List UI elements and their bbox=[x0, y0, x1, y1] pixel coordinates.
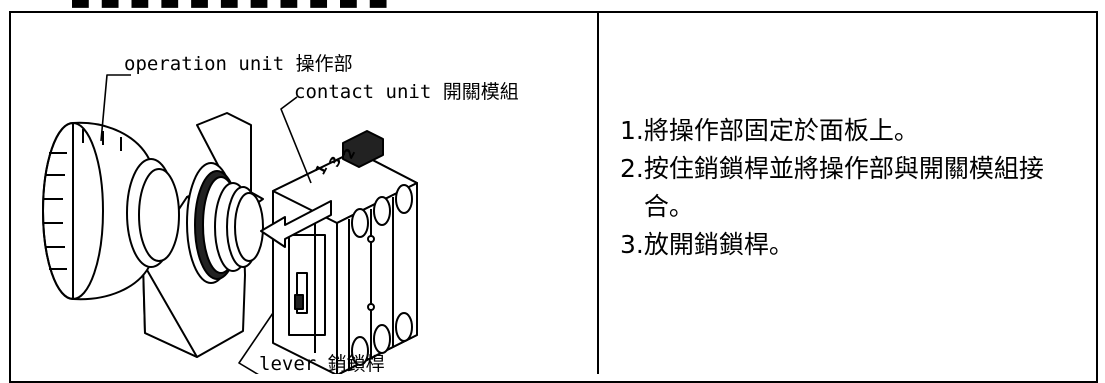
assembly-drawing bbox=[42, 74, 418, 376]
contact-unit-block bbox=[272, 130, 418, 376]
lever-label: lever 銷鎖桿 bbox=[259, 353, 385, 375]
contact-unit-label: contact unit 開關模組 bbox=[294, 81, 519, 103]
step-2: 2. 按住銷鎖桿並將操作部與開關模組接合。 bbox=[620, 150, 1090, 226]
cropped-heading-text: ■ ■ ■ ■ ■ ■ ■ ■ ■ ■ ■ bbox=[70, 0, 390, 11]
step-1-number: 1. bbox=[620, 116, 644, 145]
instruction-steps: 1. 將操作部固定於面板上。 2. 按住銷鎖桿並將操作部與開關模組接合。 3. … bbox=[620, 112, 1090, 264]
step-2-text: 按住銷鎖桿並將操作部與開關模組接合。 bbox=[643, 154, 1044, 221]
mounting-ring bbox=[186, 162, 264, 284]
insertion-arrow bbox=[260, 200, 332, 248]
leader-operation bbox=[100, 74, 131, 142]
step-1: 1. 將操作部固定於面板上。 bbox=[620, 112, 1090, 150]
cropped-heading: ■ ■ ■ ■ ■ ■ ■ ■ ■ ■ ■ bbox=[0, 0, 1105, 12]
operation-knob bbox=[42, 121, 180, 301]
step-1-text: 將操作部固定於面板上。 bbox=[643, 116, 919, 145]
leader-lever bbox=[238, 312, 274, 376]
step-3: 3. 放開銷鎖桿。 bbox=[620, 226, 1090, 264]
step-3-text: 放開銷鎖桿。 bbox=[643, 230, 794, 259]
leader-contact bbox=[280, 96, 312, 184]
table-divider bbox=[597, 11, 599, 374]
step-3-number: 3. bbox=[620, 230, 644, 259]
step-2-number: 2. bbox=[620, 154, 644, 183]
assembly-figure: operation unit 操作部 contact unit 開關模組 lev… bbox=[11, 13, 597, 376]
operation-unit-label: operation unit 操作部 bbox=[124, 53, 353, 75]
